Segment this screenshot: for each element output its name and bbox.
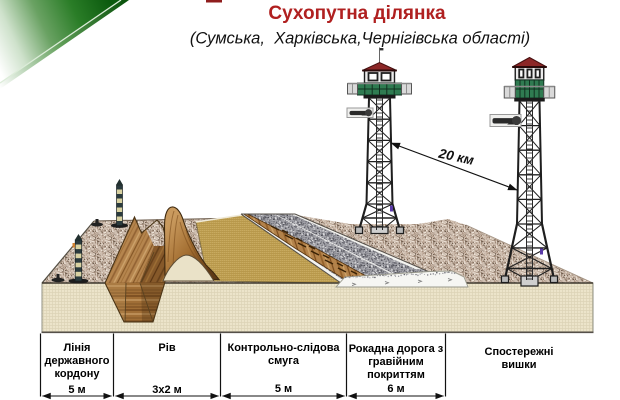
- svg-text:смуга: смуга: [268, 355, 300, 367]
- svg-text:державного: державного: [44, 355, 109, 367]
- svg-text:вишки: вишки: [502, 359, 537, 371]
- svg-text:Рокадна дорога з: Рокадна дорога з: [349, 343, 444, 355]
- svg-text:кордону: кордону: [55, 368, 101, 380]
- svg-text:5 м: 5 м: [68, 384, 85, 396]
- svg-text:6 м: 6 м: [387, 383, 404, 395]
- svg-text:Лінія: Лінія: [64, 342, 91, 354]
- svg-text:гравійним: гравійним: [368, 356, 424, 368]
- svg-text:покриттям: покриттям: [367, 369, 425, 381]
- svg-text:Рів: Рів: [158, 342, 175, 354]
- svg-text:5 м: 5 м: [275, 383, 292, 395]
- svg-text:Сухопутна ділянка: Сухопутна ділянка: [268, 3, 446, 24]
- svg-text:Спостережні: Спостережні: [485, 346, 554, 358]
- svg-text:20 км: 20 км: [436, 146, 475, 168]
- svg-text:Контрольно-слідова: Контрольно-слідова: [227, 342, 340, 354]
- svg-text:3х2 м: 3х2 м: [152, 384, 182, 396]
- svg-text:(Сумська, Харківська,Чернігів: (Сумська, Харківська,Чернігівська област…: [190, 30, 530, 48]
